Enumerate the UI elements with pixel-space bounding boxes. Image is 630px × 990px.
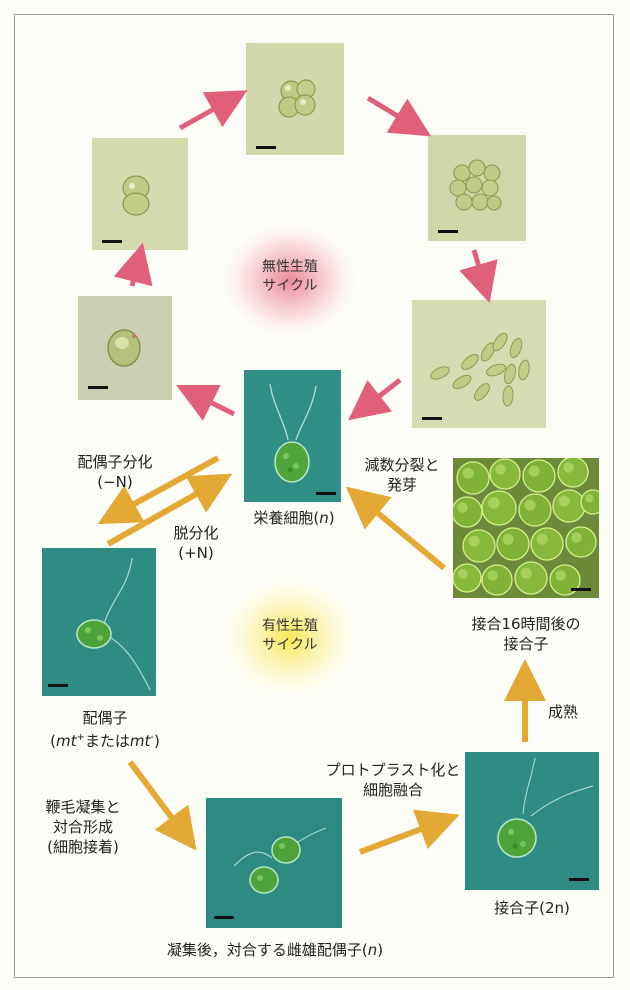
zygote-label: 接合子(2n) bbox=[494, 899, 570, 917]
zygote-cell-highlight bbox=[487, 496, 500, 509]
vegetative-cell-image bbox=[269, 383, 317, 483]
zygote-cell-highlight bbox=[520, 567, 532, 579]
arrow-vegetative-to-gamete bbox=[97, 455, 220, 525]
photo-mating-pair bbox=[206, 798, 342, 928]
single-cell bbox=[107, 329, 141, 367]
scale-bar bbox=[102, 240, 122, 243]
arrow-eight-cell-to-released bbox=[459, 249, 498, 304]
zygote-cell-highlight bbox=[524, 499, 536, 511]
zygote-cell-highlight bbox=[502, 533, 514, 545]
zygote-image bbox=[497, 757, 594, 858]
zygote-cell-highlight bbox=[585, 494, 594, 503]
zygote-cell-highlight bbox=[457, 502, 468, 513]
scale-bar bbox=[438, 230, 458, 233]
fusion-label: プロトプラスト化と 細胞融合 bbox=[325, 761, 461, 799]
arrow-gamete-to-vegetative bbox=[106, 473, 233, 547]
vegetative-cell-label: 栄養細胞(n) bbox=[253, 509, 335, 527]
four-cell-cells bbox=[278, 79, 316, 118]
scale-bar bbox=[214, 916, 234, 919]
zygote-cell-highlight bbox=[536, 533, 548, 545]
arrow-mating-pair-to-zygote bbox=[358, 809, 460, 855]
zygote-cell-highlight bbox=[487, 570, 498, 581]
mating-pair-image bbox=[233, 827, 327, 894]
zygote-16h-label: 接合16時間後の 接合子 bbox=[471, 615, 581, 653]
arrow-four-cell-to-eight-cell bbox=[366, 95, 432, 137]
maturation-label: 成熟 bbox=[547, 703, 578, 721]
eight-cell-cells bbox=[449, 159, 502, 211]
gamete-mating-types: (mt+またはmt-) bbox=[50, 732, 160, 750]
scale-bar bbox=[48, 684, 68, 687]
photo-eight-cell-stage bbox=[428, 135, 526, 241]
scale-bar bbox=[569, 878, 589, 881]
arrow-vegetative-to-single-cell bbox=[176, 385, 236, 421]
zygote-cell-highlight bbox=[528, 465, 540, 477]
zygote-cell-highlight bbox=[571, 532, 582, 543]
daughter-cells bbox=[430, 332, 530, 407]
photo-zygote bbox=[465, 752, 599, 890]
zygote-cell-highlight bbox=[563, 462, 574, 473]
gamete-image bbox=[76, 557, 151, 691]
scale-bar bbox=[256, 146, 276, 149]
arrow-zygote-16h-to-vegetative bbox=[345, 486, 446, 571]
photo-two-cell-stage bbox=[92, 138, 188, 250]
photo-zygote-16h bbox=[453, 458, 599, 598]
photo-released-daughter-cells bbox=[412, 300, 546, 428]
zygote-16h-cells bbox=[453, 458, 599, 596]
scale-bar bbox=[316, 492, 336, 495]
zygote-cell-highlight bbox=[555, 570, 566, 581]
scale-bar bbox=[88, 386, 108, 389]
photo-single-cell bbox=[78, 296, 172, 400]
gametogenesis-label: 配偶子分化 (−N) bbox=[77, 453, 153, 491]
zygote-cell-highlight bbox=[468, 535, 480, 547]
zygote-cell-highlight bbox=[495, 464, 506, 475]
asexual-cycle-label: 無性生殖 サイクル bbox=[262, 259, 318, 294]
arrow-single-cell-to-two-cell bbox=[113, 242, 153, 287]
scale-bar bbox=[422, 417, 442, 420]
photo-gamete bbox=[42, 548, 156, 696]
two-cell-cells bbox=[122, 175, 150, 216]
scale-bar bbox=[571, 588, 591, 591]
zygote-cell-highlight bbox=[457, 568, 468, 579]
mating-pair-label: 凝集後，対合する雌雄配偶子(n) bbox=[166, 941, 384, 959]
zygote-cell-highlight bbox=[558, 495, 570, 507]
photo-four-cell-stage bbox=[246, 43, 344, 155]
meiosis-germination-label: 減数分裂と 発芽 bbox=[364, 456, 440, 494]
sexual-cycle-glow bbox=[225, 580, 355, 695]
arrow-released-to-vegetative bbox=[348, 378, 402, 421]
sexual-cycle-label: 有性生殖 サイクル bbox=[262, 618, 318, 653]
zygote-cell-highlight bbox=[462, 467, 474, 479]
asexual-cycle-glow bbox=[225, 225, 355, 335]
arrow-gamete-to-mating-pair bbox=[127, 760, 197, 851]
gamete-label: 配偶子 (mt+またはmt-) bbox=[30, 708, 180, 751]
dedifferentiation-label: 脱分化 (+N) bbox=[173, 524, 219, 562]
agglutination-label: 鞭毛凝集と 対合形成 (細胞接着) bbox=[45, 798, 121, 856]
photo-vegetative-cell bbox=[244, 370, 341, 502]
arrow-two-cell-to-four-cell bbox=[178, 90, 248, 131]
